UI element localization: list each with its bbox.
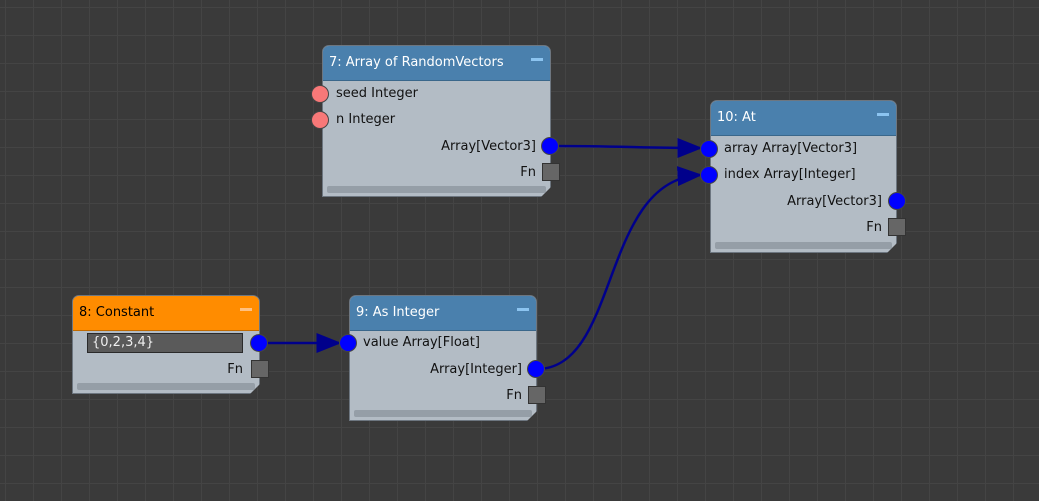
output-port[interactable]: [541, 137, 559, 155]
output-port[interactable]: [250, 334, 268, 352]
node-title: 10: At: [717, 110, 756, 125]
input-label-value: value Array[Float]: [363, 335, 480, 350]
fn-label: Fn: [227, 362, 243, 377]
output-label: Array[Vector3]: [787, 194, 882, 209]
resize-grip[interactable]: [327, 186, 546, 193]
fn-label: Fn: [520, 165, 536, 180]
minimize-button[interactable]: [517, 308, 529, 311]
resize-grip[interactable]: [715, 242, 892, 249]
node-header[interactable]: 7: Array of RandomVectors: [323, 46, 550, 81]
node-header[interactable]: 9: As Integer: [350, 296, 536, 331]
node-title: 8: Constant: [79, 305, 155, 320]
input-label-array: array Array[Vector3]: [724, 141, 858, 156]
input-port-index[interactable]: [700, 166, 718, 184]
output-label: Array[Integer]: [430, 362, 522, 377]
constant-value-input[interactable]: {0,2,3,4}: [87, 333, 243, 353]
node-title: 7: Array of RandomVectors: [329, 55, 504, 70]
node-as-integer[interactable]: 9: As Integer: [349, 295, 537, 421]
fn-port[interactable]: [528, 386, 546, 404]
node-array-of-random-vectors[interactable]: 7: Array of RandomVectors: [322, 45, 551, 197]
output-port[interactable]: [888, 192, 906, 210]
node-at[interactable]: 10: At: [710, 100, 897, 253]
input-port-n[interactable]: [311, 111, 329, 129]
minimize-button[interactable]: [531, 58, 543, 61]
fn-label: Fn: [506, 388, 522, 403]
fn-label: Fn: [866, 220, 882, 235]
input-port-seed[interactable]: [311, 85, 329, 103]
fn-port[interactable]: [251, 360, 269, 378]
input-port-value[interactable]: [339, 334, 357, 352]
output-port[interactable]: [527, 360, 545, 378]
fn-port[interactable]: [888, 218, 906, 236]
node-constant[interactable]: 8: Constant {0,2,3,4}: [72, 295, 260, 394]
fn-port[interactable]: [542, 163, 560, 181]
output-label: Array[Vector3]: [441, 139, 536, 154]
minimize-button[interactable]: [240, 308, 252, 311]
resize-grip[interactable]: [77, 383, 255, 390]
node-title: 9: As Integer: [356, 305, 440, 320]
input-label-seed: seed Integer: [336, 86, 418, 101]
input-label-index: index Array[Integer]: [724, 167, 856, 182]
minimize-button[interactable]: [877, 113, 889, 116]
resize-grip[interactable]: [354, 410, 532, 417]
input-port-array[interactable]: [700, 140, 718, 158]
input-label-n: n Integer: [336, 112, 396, 127]
wire-asint-to-at-index: [536, 166, 703, 371]
wire-random-to-at-array: [550, 137, 703, 158]
node-header[interactable]: 8: Constant: [73, 296, 259, 331]
node-header[interactable]: 10: At: [711, 101, 896, 136]
